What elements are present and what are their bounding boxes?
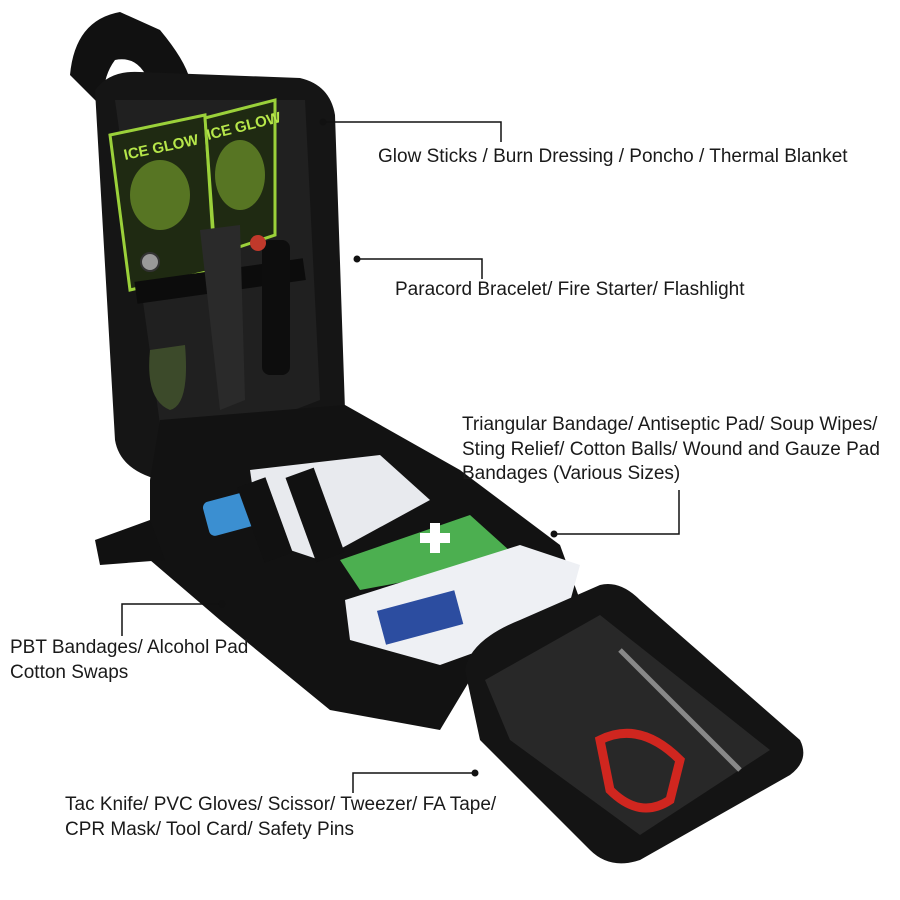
paracord-bracelet	[149, 345, 186, 410]
callout-line: Tac Knife/ PVC Gloves/ Scissor/ Tweezer/…	[65, 794, 497, 815]
callout-line: CPR Mask/ Tool Card/ Safety Pins	[65, 818, 354, 840]
callout-lines	[121, 121, 680, 793]
callout-line: Triangular Bandage/ Antiseptic Pad/ Soup…	[462, 414, 878, 435]
callout-dots	[218, 118, 558, 777]
callout-line: Glow Sticks / Burn Dressing / Poncho / T…	[378, 146, 848, 167]
callout-line: PBT Bandages/ Alcohol Pad	[10, 637, 249, 658]
callout-glow-sticks: Glow Sticks / Burn Dressing / Poncho / T…	[378, 145, 848, 170]
flashlight	[262, 240, 290, 375]
glow-stick-packs: ICE GLOW ICE GLOW	[108, 98, 283, 292]
callout-line: Paracord Bracelet/ Fire Starter/ Flashli…	[395, 279, 745, 300]
callout-paracord: Paracord Bracelet/ Fire Starter/ Flashli…	[395, 278, 745, 303]
fire-starter	[200, 225, 245, 410]
callout-bandages: Triangular Bandage/ Antiseptic Pad/ Soup…	[462, 413, 880, 487]
callout-line: Bandages (Various Sizes)	[462, 463, 681, 484]
callout-line: Cotton Swaps	[10, 661, 129, 683]
callout-pbt-bandages: PBT Bandages/ Alcohol Pad Cotton Swaps	[10, 636, 248, 685]
callout-line: Sting Relief/ Cotton Balls/ Wound and Ga…	[462, 438, 880, 460]
scissors	[594, 728, 685, 813]
compass	[140, 252, 160, 272]
callout-tac-knife: Tac Knife/ PVC Gloves/ Scissor/ Tweezer/…	[65, 793, 496, 842]
